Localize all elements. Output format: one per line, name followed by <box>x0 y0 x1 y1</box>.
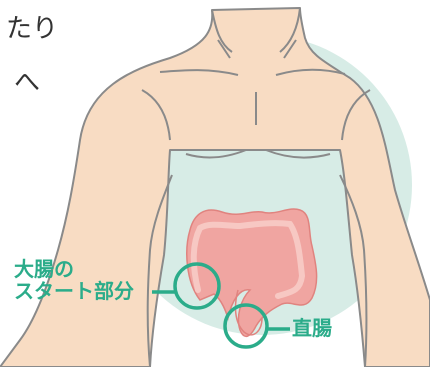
text-fragment-line2: へ <box>14 68 40 98</box>
rectum-label: 直腸 <box>292 317 332 339</box>
colon-start-label-line1: 大腸の <box>14 258 134 280</box>
colon-start-label: 大腸の スタート部分 <box>14 258 134 302</box>
rectum-label-text: 直腸 <box>292 317 332 339</box>
text-fragment-line1: たり <box>6 14 58 44</box>
colon-start-label-line2: スタート部分 <box>14 280 134 302</box>
